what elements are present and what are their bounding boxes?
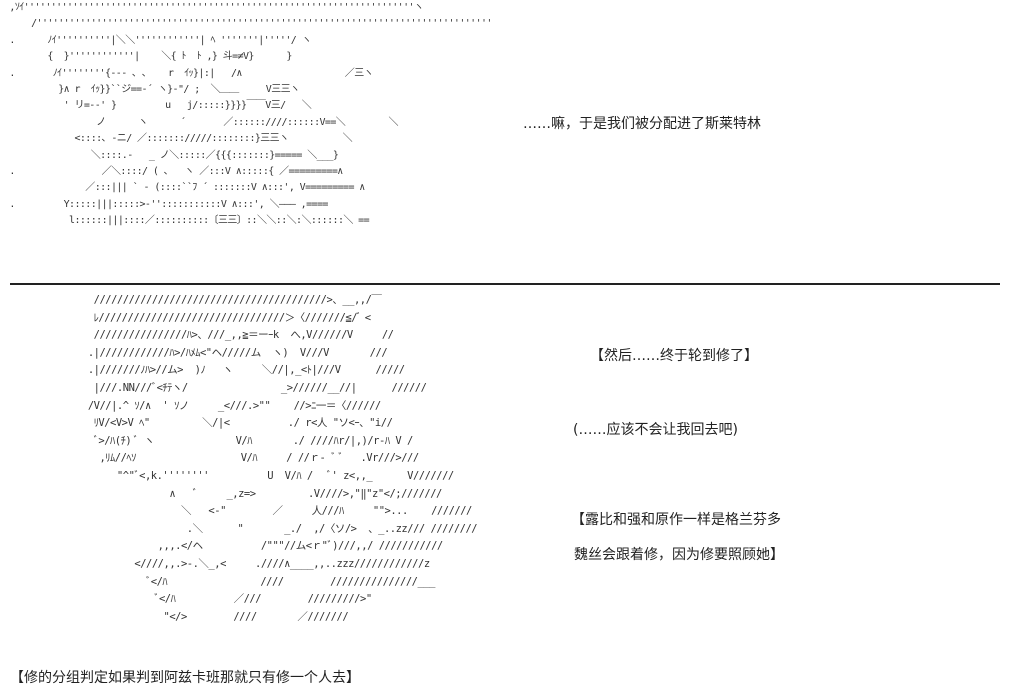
narration-line-4: 【露比和强和原作一样是格兰芬多 (571, 512, 781, 528)
narration-line-1: ……嘛，于是我们被分配进了斯莱特林 (523, 116, 761, 132)
ascii-art-bottom-panel: ////////////////////////////////////////… (87, 294, 478, 623)
narration-line-3: (……应该不会让我回去吧) (573, 422, 738, 438)
panel-divider (10, 283, 1000, 285)
narration-line-5: 魏丝会跟着修，因为修要照顾她】 (574, 547, 784, 563)
ascii-art-top-panel: ,ｿｲ'''''''''''''''''''''''''''''''''''''… (9, 2, 494, 227)
narration-line-6: 【修的分组判定如果判到阿兹卡班那就只有修一个人去】 (10, 670, 360, 686)
narration-line-2: 【然后……终于轮到修了】 (590, 348, 758, 364)
